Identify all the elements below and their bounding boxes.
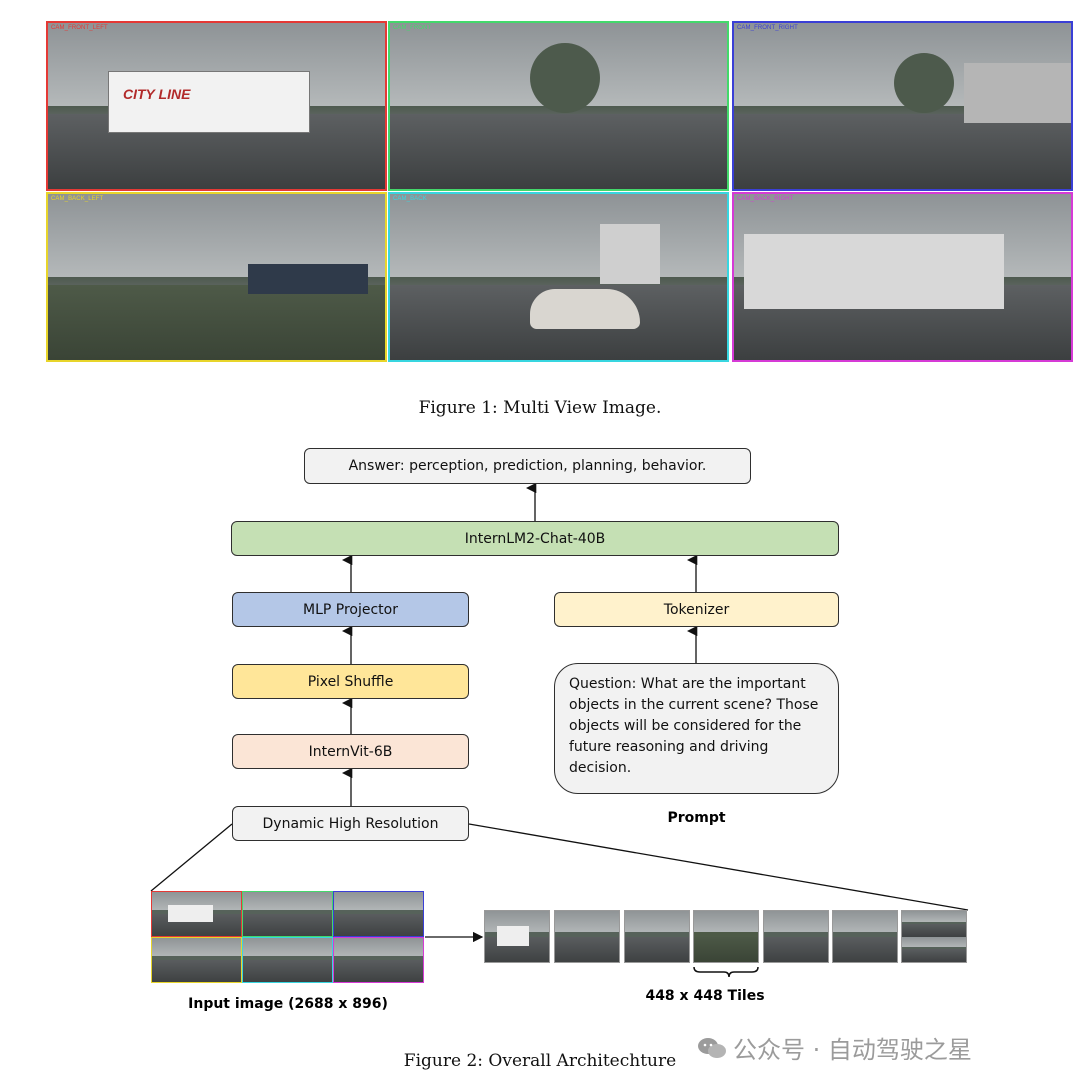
question-box: Question: What are the important objects… bbox=[554, 663, 839, 794]
dynamic-resolution-box: Dynamic High Resolution bbox=[232, 806, 469, 841]
input-image bbox=[151, 891, 425, 983]
cam-front-left: CITY LINE CAM_FRONT_LEFT bbox=[46, 21, 387, 191]
sedan bbox=[530, 289, 640, 329]
truck: CITY LINE bbox=[108, 71, 310, 133]
figure1-caption: Figure 1: Multi View Image. bbox=[418, 398, 662, 418]
image-tile bbox=[484, 910, 550, 963]
pixel-shuffle-box: Pixel Shuffle bbox=[232, 664, 469, 699]
zoom-line-right bbox=[468, 823, 969, 911]
wechat-icon bbox=[698, 1037, 726, 1058]
image-tile bbox=[763, 910, 829, 963]
cam-label: CAM_BACK_LEFT bbox=[51, 196, 104, 202]
llm-box: InternLM2-Chat-40B bbox=[231, 521, 839, 556]
image-tile bbox=[832, 910, 898, 963]
thumbnail-tile bbox=[901, 910, 967, 963]
cam-label: CAM_FRONT bbox=[393, 25, 432, 31]
answer-box: Answer: perception, prediction, planning… bbox=[304, 448, 751, 484]
truck-text: CITY LINE bbox=[123, 86, 191, 102]
cam-label: CAM_FRONT_LEFT bbox=[51, 25, 108, 31]
multi-view-image: CITY LINE CAM_FRONT_LEFT CAM_FRONT CAM_F… bbox=[46, 21, 1074, 363]
cam-front-right: CAM_FRONT_RIGHT bbox=[732, 21, 1073, 191]
tile-bracket bbox=[693, 966, 759, 978]
cam-label: CAM_FRONT_RIGHT bbox=[737, 25, 798, 31]
image-tile bbox=[554, 910, 620, 963]
vision-encoder-box: InternVit-6B bbox=[232, 734, 469, 769]
watermark: 公众号 · 自动驾驶之星 bbox=[697, 1030, 972, 1065]
image-tile bbox=[624, 910, 690, 963]
figure2-caption: Figure 2: Overall Architechture bbox=[403, 1051, 677, 1071]
tokenizer-box: Tokenizer bbox=[554, 592, 839, 627]
cam-label: CAM_BACK_RIGHT bbox=[737, 196, 794, 202]
cam-back-right: CAM_BACK_RIGHT bbox=[732, 192, 1073, 362]
watermark-text: 公众号 · 自动驾驶之星 bbox=[733, 1036, 972, 1064]
prompt-label: Prompt bbox=[667, 810, 726, 826]
input-image-label: Input image (2688 x 896) bbox=[188, 996, 388, 1012]
cam-back-left: CAM_BACK_LEFT bbox=[46, 192, 387, 362]
tiles-label: 448 x 448 Tiles bbox=[645, 988, 765, 1004]
zoom-line-left bbox=[150, 823, 233, 892]
cam-label: CAM_BACK bbox=[393, 196, 427, 202]
cam-front: CAM_FRONT bbox=[388, 21, 729, 191]
image-tile bbox=[693, 910, 759, 963]
mlp-projector-box: MLP Projector bbox=[232, 592, 469, 627]
cam-back: CAM_BACK bbox=[388, 192, 729, 362]
